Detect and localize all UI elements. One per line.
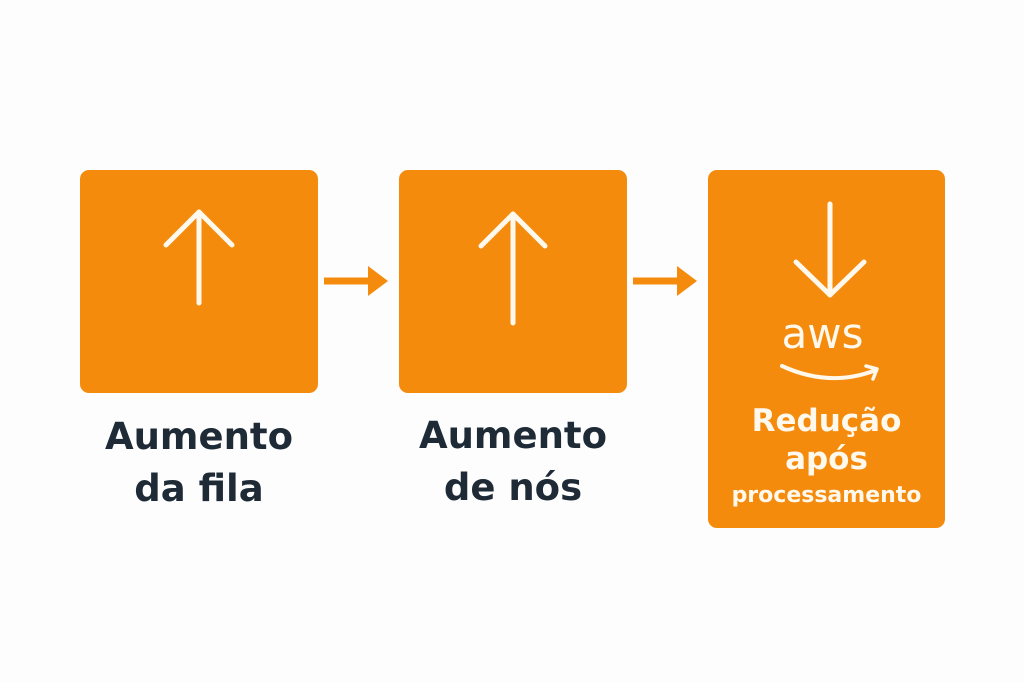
aws-smile-icon: [780, 364, 879, 381]
label-line: da fila: [134, 467, 264, 510]
arrow-up-icon: [163, 209, 235, 306]
step-node-increase-label: Aumento de nós: [399, 410, 627, 514]
flow-arrow-icon: [324, 266, 388, 296]
arrow-up-icon: [478, 211, 548, 326]
step-scale-down-line3: processamento: [731, 483, 922, 508]
step-scale-down-box: aws Redução após processamento: [708, 170, 945, 528]
arrow-down-icon: [793, 201, 867, 298]
label-line: Aumento: [104, 415, 294, 458]
step-queue-increase-box: [80, 170, 318, 393]
label-line: de nós: [443, 466, 583, 509]
label-line: Aumento: [418, 414, 608, 457]
step-scale-down-line1: Redução: [751, 403, 902, 439]
flow-arrow-icon: [633, 266, 697, 296]
step-node-increase-box: [399, 170, 627, 393]
aws-logo: aws: [781, 309, 864, 358]
step-scale-down-line2: após: [785, 441, 868, 477]
step-queue-increase-label: Aumento da fila: [80, 411, 318, 515]
